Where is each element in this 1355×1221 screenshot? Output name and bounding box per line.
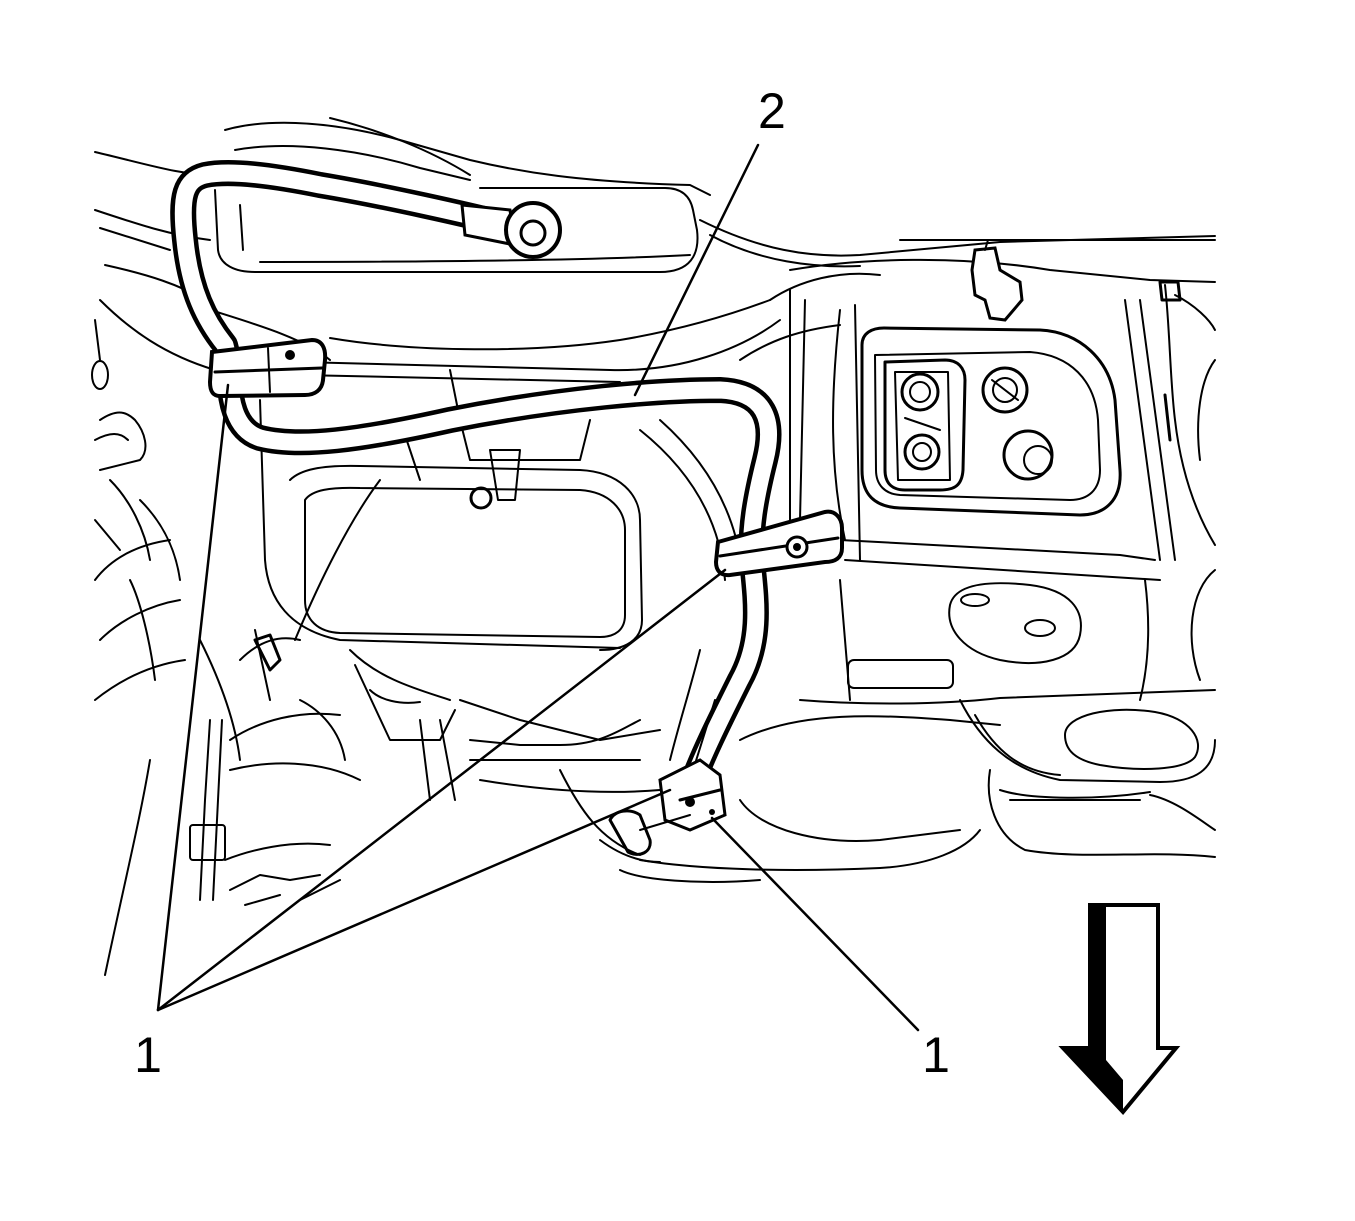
leader-left-to-lower-clip xyxy=(156,788,672,1012)
clip-middle xyxy=(713,509,844,578)
callout-clip-label-right: 1 xyxy=(922,1027,950,1083)
hose-assembly xyxy=(170,160,782,803)
leader-right-to-lower-clip xyxy=(710,816,920,1032)
leader-left-to-middle-clip xyxy=(156,568,727,1012)
clip-upper-left xyxy=(207,337,328,399)
connector-top-right xyxy=(970,239,1182,322)
clip-lower xyxy=(608,758,727,856)
leader-lines xyxy=(156,143,920,1032)
down-arrow-icon xyxy=(1058,903,1181,1116)
callout-clip-label-left: 1 xyxy=(134,1027,162,1083)
vehicle-body-linework xyxy=(91,117,1216,976)
leader-hose xyxy=(633,143,760,397)
leader-left-to-upper-clip xyxy=(156,383,230,1012)
callout-hose-label: 2 xyxy=(758,83,786,139)
